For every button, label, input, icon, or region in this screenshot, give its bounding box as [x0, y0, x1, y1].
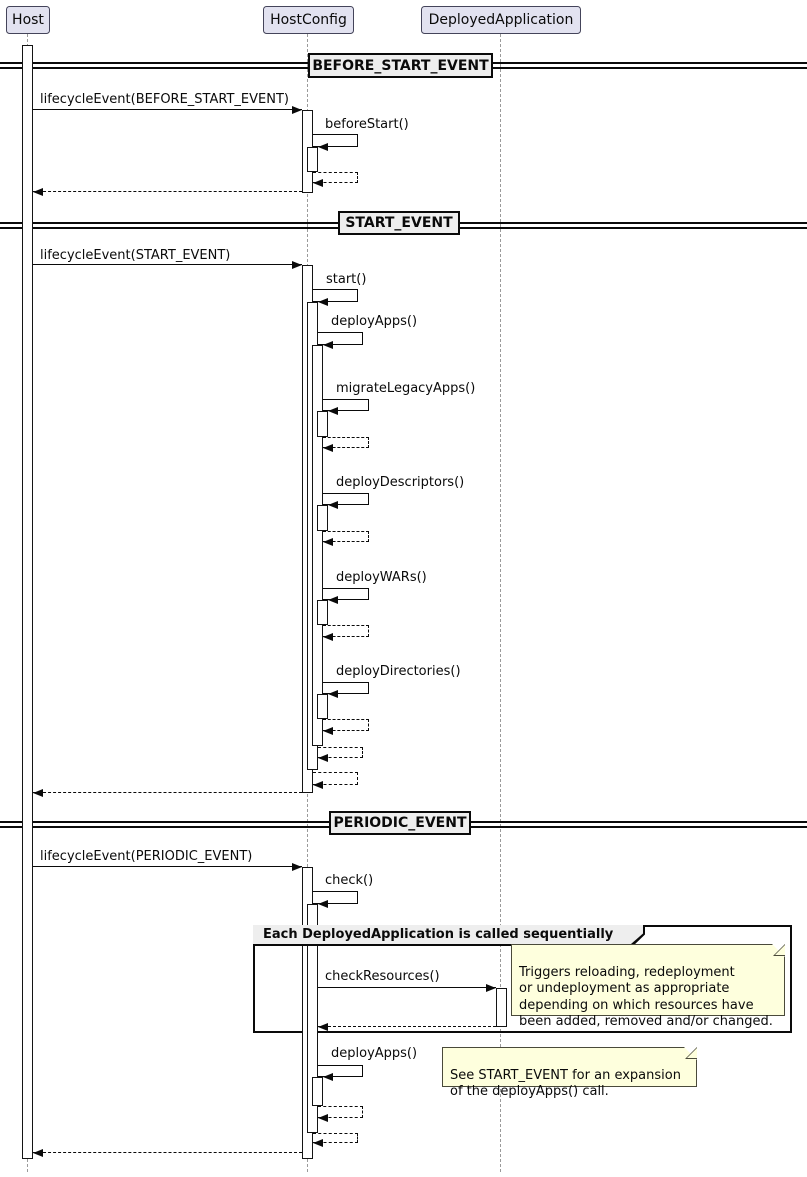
activation-bar-hostconfig — [307, 904, 318, 1133]
message-label-migrate-legacy-apps: migrateLegacyApps() — [336, 381, 476, 396]
arrowhead-icon — [292, 261, 302, 269]
participant-hostconfig-label: HostConfig — [270, 12, 347, 28]
activation-bar-hostconfig — [317, 600, 328, 625]
arrowhead-icon — [313, 179, 323, 187]
arrowhead-icon — [323, 633, 333, 641]
note-check-resources-text: Triggers reloading, redeployment or unde… — [519, 964, 773, 1030]
note-fold-icon — [775, 945, 785, 955]
self-call-deploy-apps-periodic — [318, 1065, 363, 1081]
self-call-deploy-descriptors — [323, 493, 369, 509]
divider-label-before-start-event: BEFORE_START_EVENT — [308, 53, 493, 78]
arrowhead-icon — [328, 596, 338, 604]
self-return-deploy-apps-periodic — [318, 1106, 363, 1122]
return-arrow-check-resources — [318, 1023, 496, 1031]
arrowhead-icon — [328, 407, 338, 415]
message-label-lifecycle-periodic: lifecycleEvent(PERIODIC_EVENT) — [40, 849, 253, 864]
arrowhead-icon — [33, 188, 43, 196]
message-arrow-lifecycle-before-start — [33, 106, 302, 114]
return-arrow-start — [33, 789, 302, 797]
arrowhead-icon — [323, 341, 333, 349]
message-label-deploy-apps: deployApps() — [331, 314, 418, 329]
self-return-deploy-wars — [323, 625, 369, 641]
message-label-deploy-directories: deployDirectories() — [336, 664, 461, 679]
activation-bar-host — [22, 45, 33, 1159]
self-call-migrate-legacy-apps — [323, 399, 369, 415]
note-check-resources: Triggers reloading, redeployment or unde… — [511, 944, 785, 1029]
message-label-before-start: beforeStart() — [325, 117, 409, 132]
note-deploy-apps-text: See START_EVENT for an expansion of the … — [450, 1067, 681, 1100]
arrowhead-icon — [292, 106, 302, 114]
participant-deployedapplication: DeployedApplication — [421, 6, 581, 34]
arrowhead-icon — [328, 690, 338, 698]
message-arrow-lifecycle-start — [33, 261, 302, 269]
arrowhead-icon — [318, 1114, 328, 1122]
activation-bar-hostconfig — [317, 694, 328, 719]
self-return-migrate-legacy-apps — [323, 437, 369, 452]
arrowhead-icon — [33, 1149, 43, 1157]
arrowhead-icon — [323, 727, 333, 735]
self-call-check — [313, 891, 358, 908]
message-label-check-resources: checkResources() — [325, 969, 440, 984]
return-arrow-before-start — [33, 188, 302, 196]
activation-bar-hostconfig — [307, 147, 318, 172]
arrowhead-icon — [33, 789, 43, 797]
message-label-lifecycle-before-start: lifecycleEvent(BEFORE_START_EVENT) — [40, 92, 289, 107]
note-deploy-apps: See START_EVENT for an expansion of the … — [442, 1047, 697, 1099]
self-call-deploy-wars — [323, 588, 369, 604]
message-label-deploy-descriptors: deployDescriptors() — [336, 475, 465, 490]
self-return-check — [313, 1133, 358, 1147]
arrowhead-icon — [323, 538, 333, 546]
activation-bar-hostconfig — [317, 505, 328, 531]
arrowhead-icon — [323, 444, 333, 452]
self-return-deploy-directories — [323, 719, 369, 735]
self-call-deploy-directories — [323, 682, 369, 698]
participant-deployedapplication-label: DeployedApplication — [428, 12, 574, 28]
self-return-before-start — [313, 172, 358, 187]
self-call-start — [313, 289, 358, 306]
arrowhead-icon — [318, 754, 328, 762]
message-label-deploy-wars: deployWARs() — [336, 570, 427, 585]
self-call-before-start — [313, 134, 358, 151]
arrowhead-icon — [318, 1023, 328, 1031]
message-label-start: start() — [326, 272, 367, 287]
divider-label-start-event: START_EVENT — [338, 211, 460, 235]
participant-host: Host — [6, 6, 50, 34]
message-arrow-lifecycle-periodic — [33, 863, 302, 871]
return-arrow-periodic — [33, 1149, 302, 1157]
self-call-deploy-apps — [318, 332, 363, 349]
message-label-lifecycle-start: lifecycleEvent(START_EVENT) — [40, 248, 231, 263]
activation-bar-deployedapplication — [496, 988, 507, 1027]
arrowhead-icon — [486, 984, 496, 992]
message-arrow-check-resources — [318, 984, 496, 992]
note-fold-icon — [687, 1048, 697, 1058]
participant-host-label: Host — [12, 12, 44, 28]
self-return-deploy-apps — [318, 747, 363, 762]
arrowhead-icon — [328, 501, 338, 509]
message-label-check: check() — [325, 873, 374, 888]
arrowhead-icon — [292, 863, 302, 871]
arrowhead-icon — [313, 1139, 323, 1147]
divider-label-periodic-event: PERIODIC_EVENT — [329, 811, 471, 835]
arrowhead-icon — [318, 900, 328, 908]
lifeline-deployedapplication — [500, 34, 501, 1172]
arrowhead-icon — [318, 143, 328, 151]
message-label-deploy-apps-periodic: deployApps() — [331, 1046, 418, 1061]
arrowhead-icon — [318, 298, 328, 306]
arrowhead-icon — [323, 1073, 333, 1081]
group-label: Each DeployedApplication is called seque… — [253, 925, 643, 944]
self-return-deploy-descriptors — [323, 531, 369, 546]
participant-hostconfig: HostConfig — [263, 6, 354, 34]
activation-bar-hostconfig — [317, 411, 328, 437]
self-return-start — [313, 772, 358, 789]
activation-bar-hostconfig — [312, 345, 323, 746]
activation-bar-hostconfig — [312, 1077, 323, 1106]
arrowhead-icon — [313, 781, 323, 789]
